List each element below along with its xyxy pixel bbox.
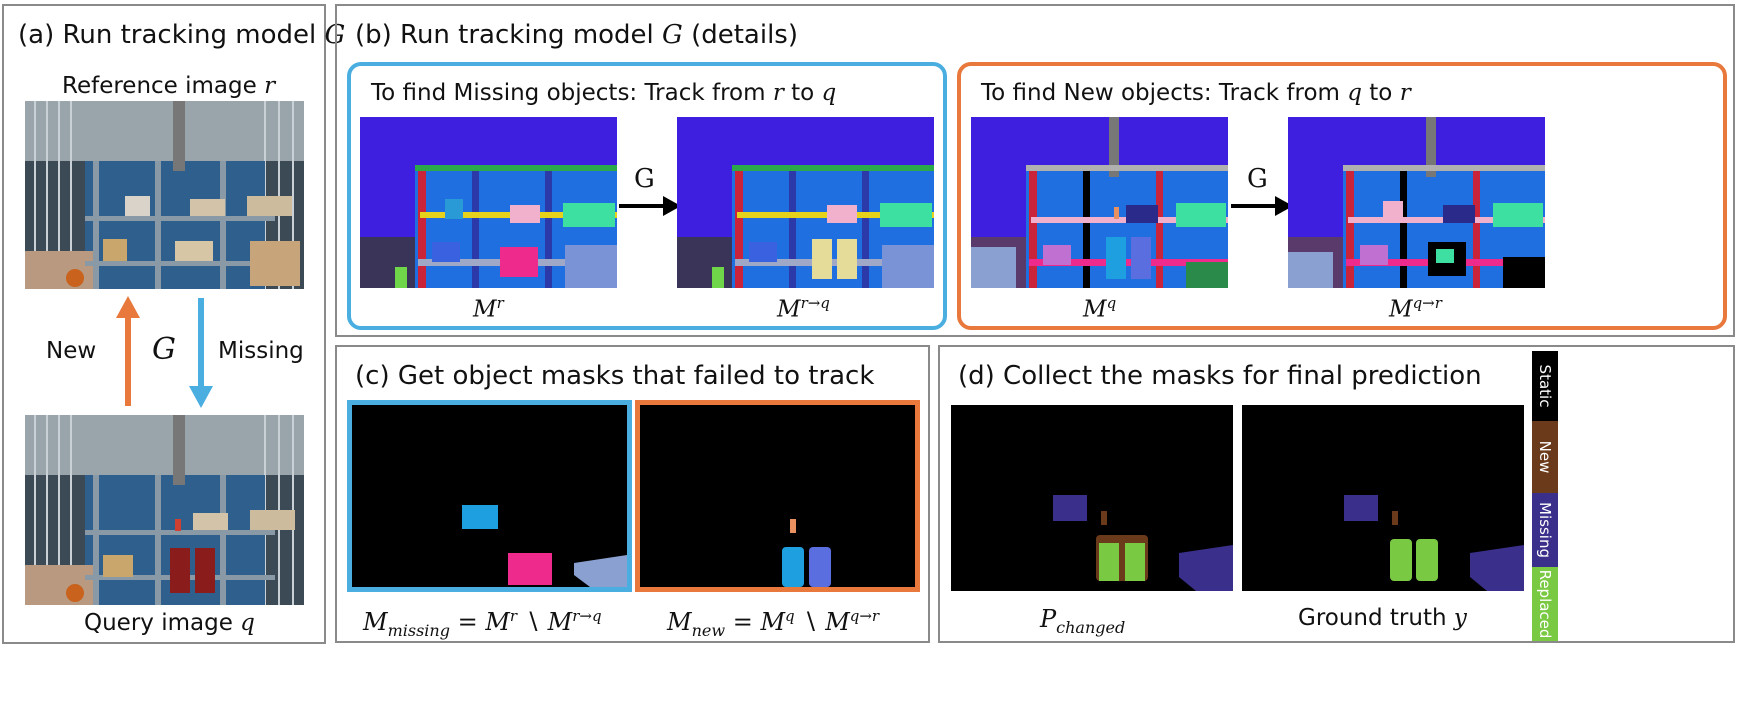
panel-d: (d) Collect the masks for final predicti… xyxy=(938,345,1735,643)
track-arrow-right xyxy=(1231,196,1293,216)
reference-image-label: Reference image r xyxy=(62,73,276,99)
new-tracking-box: To find New objects: Track from q to r xyxy=(957,62,1727,330)
prediction-mask xyxy=(951,405,1233,591)
query-image xyxy=(25,415,304,605)
panel-c-title: (c) Get object masks that failed to trac… xyxy=(355,361,875,391)
ground-truth-label: Ground truth y xyxy=(1298,605,1467,631)
mr-label: Mr xyxy=(473,294,504,323)
track-arrow-left xyxy=(619,196,681,216)
mq-label: Mq xyxy=(1083,294,1117,323)
model-g-symbol: G xyxy=(152,332,176,367)
panel-c: (c) Get object masks that failed to trac… xyxy=(335,345,930,643)
missing-arrow xyxy=(189,298,213,408)
new-mask xyxy=(635,400,920,592)
legend-static: Static xyxy=(1532,351,1558,421)
missing-mask-equation: Mmissing = Mr ∖ Mr→q xyxy=(363,607,602,640)
missing-tracking-caption: To find Missing objects: Track from r to… xyxy=(371,80,837,106)
missing-mask xyxy=(347,400,632,592)
mr-to-q-label: Mr→q xyxy=(777,294,830,323)
legend-replaced: Replaced xyxy=(1532,567,1558,641)
query-image-label: Query image q xyxy=(84,610,255,636)
mq-to-r-label: Mq→r xyxy=(1389,294,1442,323)
panel-d-title: (d) Collect the masks for final predicti… xyxy=(958,361,1482,391)
segmentation-mq xyxy=(971,117,1228,288)
new-tracking-caption: To find New objects: Track from q to r xyxy=(981,80,1411,106)
reference-image xyxy=(25,101,304,289)
new-arrow-label: New xyxy=(46,338,97,364)
arrow-g-label-right: G xyxy=(1247,164,1268,194)
ground-truth-mask xyxy=(1242,405,1524,591)
panel-b-title: (b) Run tracking model G (details) xyxy=(355,20,799,50)
segmentation-mr-to-q xyxy=(677,117,934,288)
panel-b: (b) Run tracking model G (details) To fi… xyxy=(335,4,1735,337)
new-mask-equation: Mnew = Mq ∖ Mq→r xyxy=(667,607,880,640)
prediction-label: Pchanged xyxy=(1040,605,1126,637)
segmentation-mr xyxy=(360,117,617,288)
missing-tracking-box: To find Missing objects: Track from r to… xyxy=(347,62,947,330)
segmentation-mq-to-r xyxy=(1288,117,1545,288)
arrow-g-label-left: G xyxy=(634,164,655,194)
class-legend: Static New Missing Replaced xyxy=(1532,351,1558,641)
new-arrow xyxy=(116,296,140,406)
missing-arrow-label: Missing xyxy=(218,338,304,364)
panel-a-title: (a) Run tracking model G xyxy=(18,20,346,50)
legend-new: New xyxy=(1532,421,1558,493)
legend-missing: Missing xyxy=(1532,493,1558,567)
panel-a: (a) Run tracking model G Reference image… xyxy=(2,4,345,644)
